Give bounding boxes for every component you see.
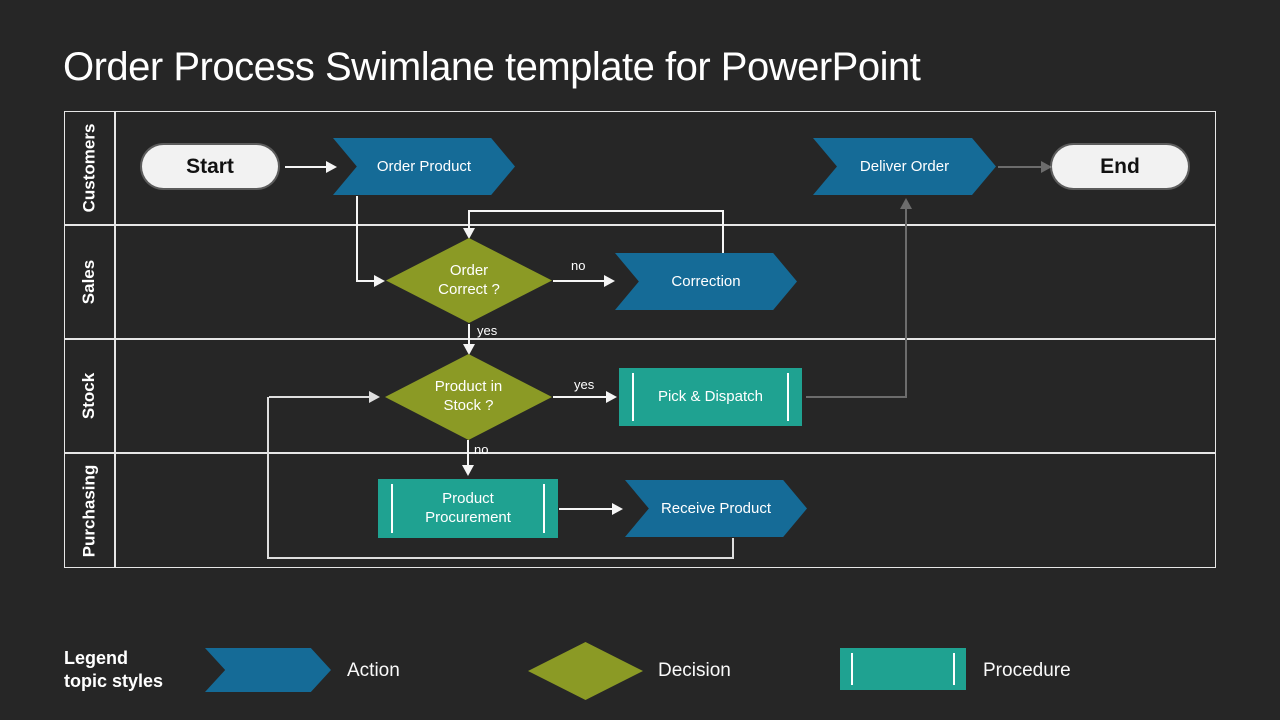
arrowhead-up [899, 198, 912, 209]
arrowhead-down [462, 228, 475, 239]
lane-divider [64, 452, 1216, 454]
lane-purchasing: Purchasing [64, 453, 114, 568]
connector-line [998, 166, 1042, 168]
legend-procedure-shape [840, 648, 966, 690]
legend-decision-shape [528, 642, 643, 700]
swimlane-frame [64, 111, 1216, 568]
connector-line [267, 397, 269, 559]
arrowhead-right [604, 274, 615, 287]
connector-line [356, 196, 358, 281]
arrowhead-right [612, 502, 623, 515]
lane-purchasing-label: Purchasing [79, 464, 98, 557]
node-correction-label: Correction [671, 273, 741, 290]
procedure-bar [632, 373, 634, 421]
lane-stock: Stock [64, 339, 114, 452]
condition-label-no: no [571, 258, 586, 273]
node-end[interactable]: End [1052, 145, 1188, 188]
legend-action-shape [205, 648, 331, 692]
procedure-bar [787, 373, 789, 421]
connector-line [285, 166, 326, 168]
node-receive-product[interactable]: Receive Product [625, 480, 807, 537]
legend-procedure-label: Procedure [983, 660, 1071, 681]
lane-divider [64, 338, 1216, 340]
node-start[interactable]: Start [142, 145, 278, 188]
lane-sales-label: Sales [79, 259, 98, 304]
connector-line [269, 396, 369, 398]
lane-stock-label: Stock [78, 372, 98, 419]
arrowhead-right [606, 390, 617, 403]
procedure-bar [391, 484, 393, 533]
node-deliver-order[interactable]: Deliver Order [813, 138, 996, 195]
connector-line [722, 212, 724, 253]
node-order-correct-label: Order Correct ? [438, 261, 500, 298]
connector-line [468, 210, 724, 212]
connector-line [468, 324, 470, 344]
slide-title: Order Process Swimlane template for Powe… [63, 45, 921, 89]
node-product-procurement-label: Product Procurement [425, 489, 511, 526]
connector-line [267, 557, 734, 559]
node-order-product-label: Order Product [376, 158, 472, 175]
legend-action-label: Action [347, 660, 400, 681]
connector-line [553, 280, 606, 282]
node-deliver-order-label: Deliver Order [859, 158, 950, 175]
node-order-product[interactable]: Order Product [333, 138, 515, 195]
lane-label-column-divider [114, 111, 116, 568]
lane-customers: Customers [64, 111, 114, 224]
node-product-in-stock-label: Product in Stock ? [434, 378, 503, 414]
node-receive-product-label: Receive Product [660, 500, 772, 517]
node-product-procurement[interactable]: Product Procurement [378, 479, 558, 538]
procedure-bar [953, 653, 955, 685]
arrowhead-down [461, 465, 474, 476]
connector-line [467, 440, 469, 466]
condition-label-yes: yes [477, 323, 498, 338]
legend-decision-label: Decision [658, 660, 731, 681]
connector-line [732, 538, 734, 559]
node-pick-dispatch[interactable]: Pick & Dispatch [619, 368, 802, 426]
arrowhead-right [369, 390, 380, 403]
node-end-label: End [1100, 154, 1140, 178]
procedure-bar [543, 484, 545, 533]
arrowhead-down [462, 344, 475, 355]
connector-line [806, 396, 907, 398]
arrowhead-right [1041, 160, 1052, 173]
lane-divider [64, 224, 1216, 226]
procedure-bar [851, 653, 853, 685]
connector-line [553, 396, 608, 398]
node-start-label: Start [186, 154, 234, 178]
condition-label-yes: yes [574, 377, 595, 392]
connector-line [559, 508, 614, 510]
connector-line [356, 280, 374, 282]
legend-title: Legend topic styles [64, 648, 164, 691]
connector-line [905, 205, 907, 398]
lane-customers-label: Customers [79, 123, 98, 212]
condition-label-no: no [474, 442, 489, 457]
lane-sales: Sales [64, 225, 114, 338]
node-pick-dispatch-label: Pick & Dispatch [657, 387, 764, 405]
arrowhead-right [326, 160, 337, 173]
node-correction[interactable]: Correction [615, 253, 797, 310]
arrowhead-right [374, 274, 385, 287]
connector-line [468, 212, 470, 229]
